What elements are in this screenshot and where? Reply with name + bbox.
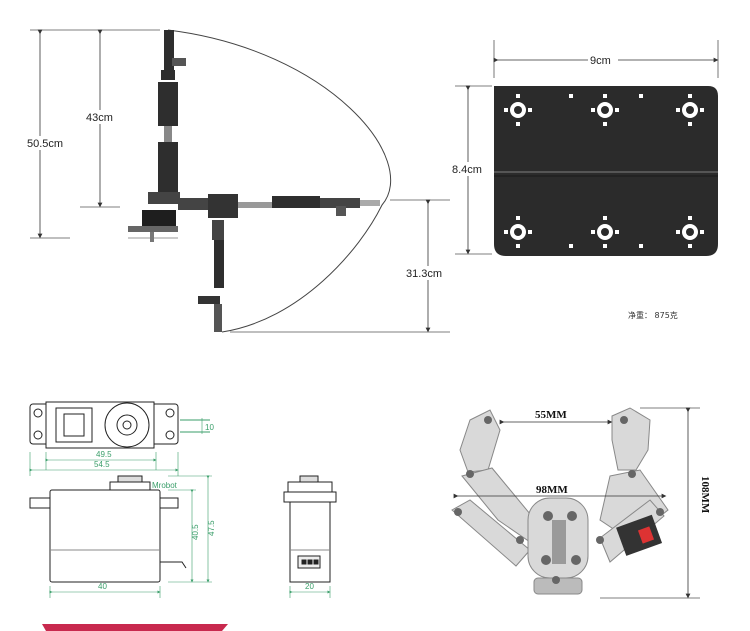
servo-front-dims: 20 xyxy=(289,582,331,598)
mounting-plate-diagram: 9cm 8.4cm xyxy=(450,40,719,320)
servo-width-outer-label: 54.5 xyxy=(94,460,110,469)
arm-lower xyxy=(198,220,224,332)
gripper-left-finger xyxy=(459,409,501,473)
gripper-length-label: 108MM xyxy=(699,476,711,514)
arm-base xyxy=(128,210,178,242)
arm-vertical xyxy=(148,30,186,204)
servo-top-view xyxy=(29,401,210,449)
servo-top-dims: 49.5 54.5 10 xyxy=(29,418,214,476)
servo-front-view xyxy=(283,475,337,583)
servo-side-view xyxy=(29,475,187,583)
accent-bar xyxy=(42,624,228,631)
plate-width-label: 9cm xyxy=(590,55,611,67)
height-upper-label: 43cm xyxy=(86,112,113,124)
servo-body-width-label: 40 xyxy=(98,582,107,591)
gripper-right-finger xyxy=(611,407,651,471)
servo-thickness-label: 20 xyxy=(305,582,314,591)
plate-height-label: 8.4cm xyxy=(452,164,482,176)
servo-brand-text: Mrobot xyxy=(152,481,178,490)
servo-flange-label: 10 xyxy=(205,423,214,432)
gripper-diagram: 55MM 98MM 108MM xyxy=(451,407,711,599)
servo-width-inner-label: 49.5 xyxy=(96,450,112,459)
arm-reach-diagram: 50.5cm 43cm 31.3cm xyxy=(24,29,454,333)
plate-holes-bottom xyxy=(504,216,704,248)
plate-holes-top xyxy=(504,94,704,126)
servo-total-height-label: 47.5 xyxy=(207,520,216,536)
gripper-opening-label: 55MM xyxy=(535,409,567,421)
gripper-span-label: 98MM xyxy=(536,484,568,496)
plate-weight-label: 净重： 875克 xyxy=(628,310,678,320)
servo-side-dims: Mrobot 40 40.5 47.5 xyxy=(49,475,216,598)
reach-arc xyxy=(167,29,392,333)
height-total-label: 50.5cm xyxy=(27,138,63,150)
servo-body-height-label: 40.5 xyxy=(191,524,200,540)
reach-label: 31.3cm xyxy=(406,268,442,280)
arm-horizontal xyxy=(178,194,380,218)
